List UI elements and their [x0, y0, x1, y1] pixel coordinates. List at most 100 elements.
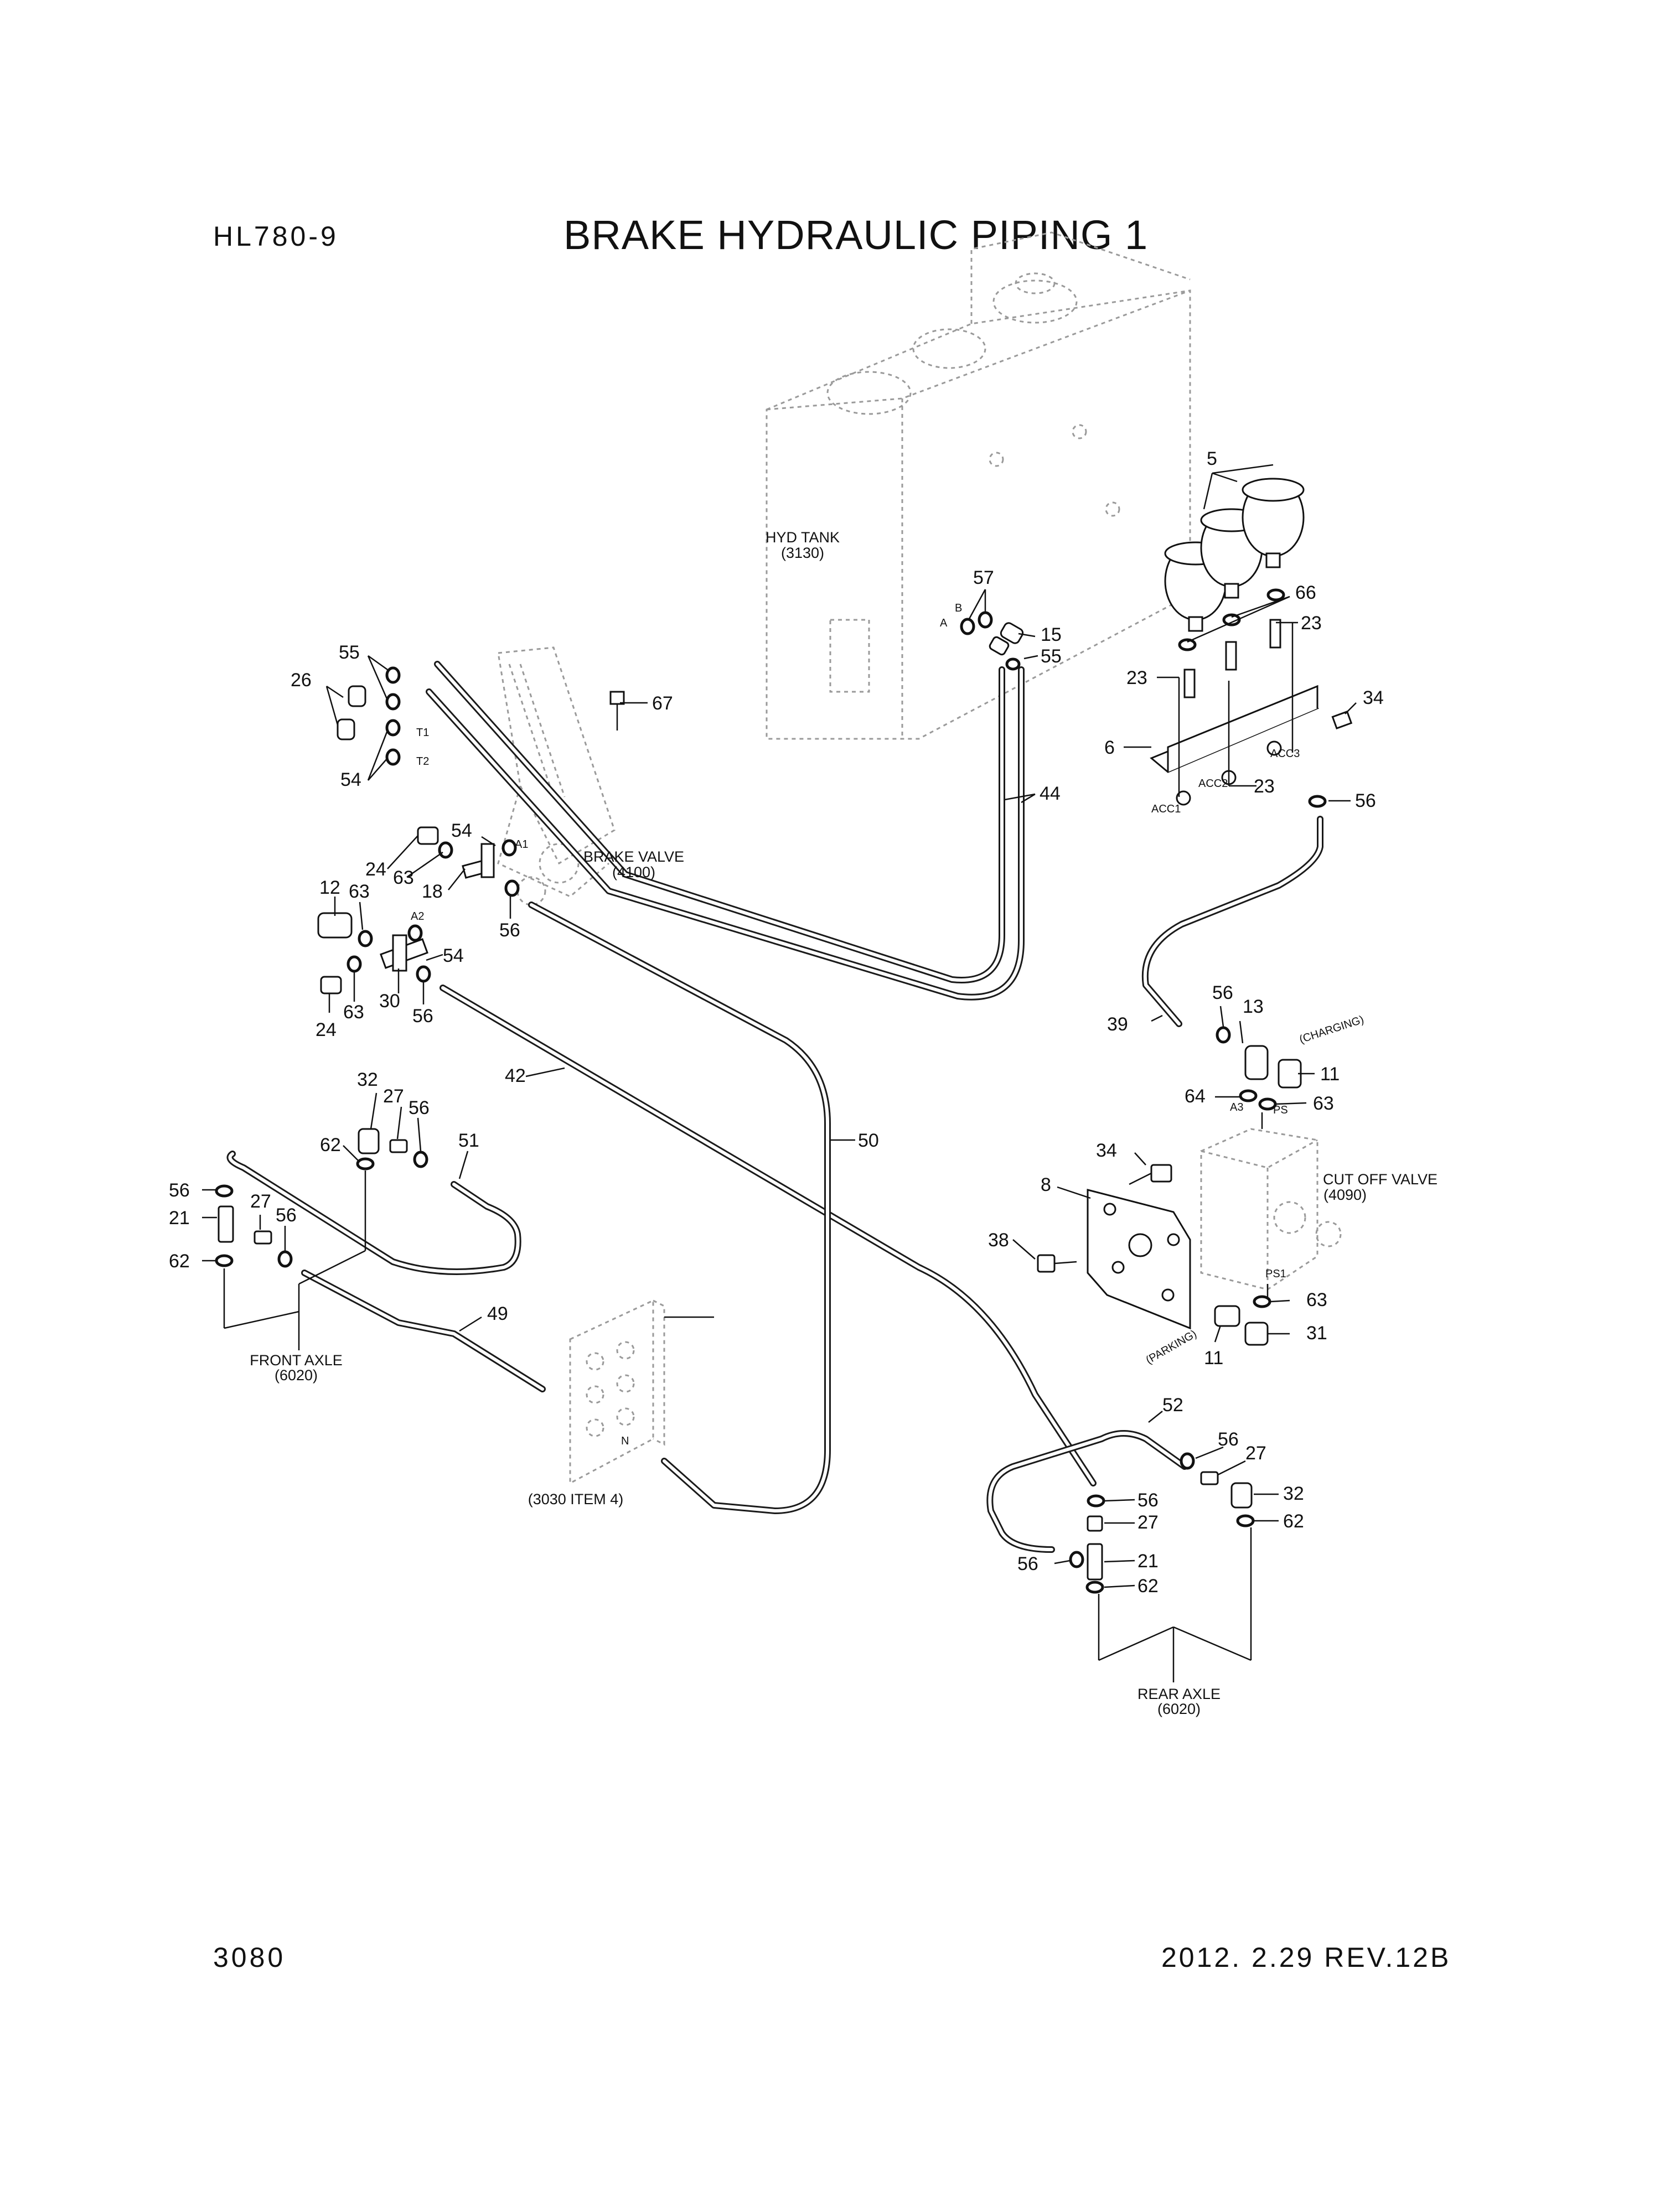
accumulator-bracket[interactable] — [1150, 619, 1353, 806]
callout-number: 57 — [973, 567, 994, 588]
hose-39[interactable] — [1141, 816, 1323, 1027]
callouts: 5 57 66 23 15 55 23 34 6 23 56 55 26 67 … — [169, 448, 1384, 1597]
hose-50[interactable] — [528, 902, 831, 1514]
callout-number: 56 — [499, 920, 520, 941]
port-label: ACC2 — [1198, 778, 1228, 790]
leader-lines — [202, 464, 1357, 1682]
tee-fitting-30[interactable] — [380, 934, 428, 972]
callout-number: 55 — [339, 642, 360, 663]
callout-number: 27 — [383, 1086, 404, 1107]
page-number: 3080 — [213, 1942, 286, 1973]
callout-number: 32 — [357, 1069, 378, 1090]
callout-number: 21 — [1137, 1551, 1159, 1572]
callout-number: 63 — [349, 881, 370, 902]
callout-number: 49 — [487, 1303, 508, 1324]
elbow-31[interactable] — [1244, 1322, 1269, 1346]
callout-number: 31 — [1306, 1323, 1327, 1344]
callout-number: 5 — [1207, 448, 1217, 469]
callout-number: 62 — [169, 1251, 190, 1272]
accumulator[interactable] — [1242, 478, 1305, 568]
elbow-fitting-15[interactable] — [989, 621, 1025, 656]
hose-49[interactable] — [301, 1270, 546, 1392]
hose-52[interactable] — [986, 1430, 1188, 1553]
o-ring — [1222, 613, 1241, 626]
o-ring — [1266, 588, 1285, 602]
callout-number: 56 — [412, 1006, 433, 1027]
callout-number: 18 — [422, 881, 443, 902]
elbow-fitting[interactable] — [337, 685, 366, 740]
callout-number: 63 — [1313, 1093, 1334, 1114]
callout-number: 13 — [1243, 996, 1264, 1017]
fitting-67[interactable] — [609, 691, 625, 731]
port-label: T2 — [416, 755, 429, 768]
callout-number: 11 — [1204, 1348, 1223, 1369]
rear-axle-ref: (6020) — [1157, 1701, 1201, 1717]
bolt-38[interactable] — [1037, 1254, 1077, 1273]
callout-number: 54 — [451, 820, 472, 841]
callout-number: 23 — [1126, 667, 1147, 688]
callout-number: 66 — [1295, 582, 1316, 603]
port-label: T1 — [416, 727, 429, 739]
hose-42[interactable] — [439, 985, 1097, 1486]
accumulator-group — [1164, 478, 1305, 651]
tee-fitting-18[interactable] — [462, 843, 495, 879]
hose-51[interactable] — [226, 1151, 521, 1275]
manifold-block[interactable] — [569, 1299, 665, 1485]
hose-44[interactable] — [426, 661, 1025, 1001]
brake-valve-body[interactable] — [497, 646, 616, 906]
connector-12[interactable] — [317, 912, 353, 939]
o-rings — [215, 611, 1327, 1594]
callout-number: 51 — [458, 1130, 479, 1151]
model-number: HL780-9 — [213, 221, 339, 252]
callout-number: 42 — [505, 1065, 526, 1086]
callout-number: 24 — [316, 1019, 337, 1040]
callout-number: 63 — [1306, 1289, 1327, 1310]
elbow-13[interactable] — [1244, 1045, 1269, 1080]
callout-number: 6 — [1104, 737, 1115, 758]
callout-number: 56 — [276, 1205, 297, 1226]
callout-number: 62 — [1283, 1511, 1304, 1532]
front-axle-name: FRONT AXLE — [250, 1352, 343, 1369]
bolt-34[interactable] — [1129, 1164, 1172, 1185]
callout-number: 55 — [1041, 646, 1062, 667]
tee-21[interactable] — [218, 1205, 1103, 1581]
charging-label: (CHARGING) — [1298, 1013, 1366, 1045]
hyd-tank-outline — [766, 231, 1191, 740]
callout-number: 62 — [320, 1135, 341, 1156]
port-label: A2 — [411, 910, 424, 923]
callout-number: 50 — [858, 1130, 879, 1151]
cut-off-valve-ref: (4090) — [1323, 1187, 1367, 1203]
hyd-tank-name: HYD TANK — [766, 529, 840, 546]
sensor-24[interactable] — [320, 826, 439, 994]
callout-number: 24 — [365, 859, 386, 880]
callout-number: 27 — [1245, 1443, 1266, 1464]
hyd-tank-ref: (3130) — [781, 545, 824, 561]
brake-valve-name: BRAKE VALVE — [583, 848, 684, 865]
callout-number: 62 — [1137, 1576, 1159, 1597]
callout-number: 64 — [1185, 1086, 1206, 1107]
callout-number: 56 — [1137, 1490, 1159, 1511]
callout-number: 44 — [1040, 783, 1061, 804]
callout-number: 52 — [1162, 1395, 1183, 1416]
o-ring — [1178, 638, 1197, 651]
callout-number: 39 — [1107, 1014, 1128, 1035]
cut-off-valve-body[interactable] — [1200, 1128, 1342, 1291]
callout-number: 30 — [379, 991, 400, 1012]
callout-number: 56 — [1212, 982, 1233, 1003]
switch-11[interactable] — [1214, 1059, 1302, 1327]
callout-number: 27 — [250, 1191, 271, 1212]
callout-number: 11 — [1320, 1064, 1340, 1085]
elbow-32[interactable] — [358, 1128, 1253, 1509]
callout-number: 8 — [1041, 1174, 1051, 1195]
callout-number: 54 — [340, 769, 361, 790]
revision-date: 2012. 2.29 REV.12B — [1161, 1942, 1451, 1973]
port-label: A3 — [1230, 1101, 1243, 1113]
rear-axle-name: REAR AXLE — [1137, 1686, 1221, 1702]
adapter-27[interactable] — [254, 1139, 1219, 1532]
callout-number: 56 — [1355, 790, 1376, 811]
diagram-title: BRAKE HYDRAULIC PIPING 1 — [563, 212, 1149, 258]
cut-off-valve-cover-plate[interactable] — [1087, 1189, 1191, 1330]
callout-number: 26 — [291, 670, 312, 691]
callout-number: 34 — [1096, 1140, 1117, 1161]
